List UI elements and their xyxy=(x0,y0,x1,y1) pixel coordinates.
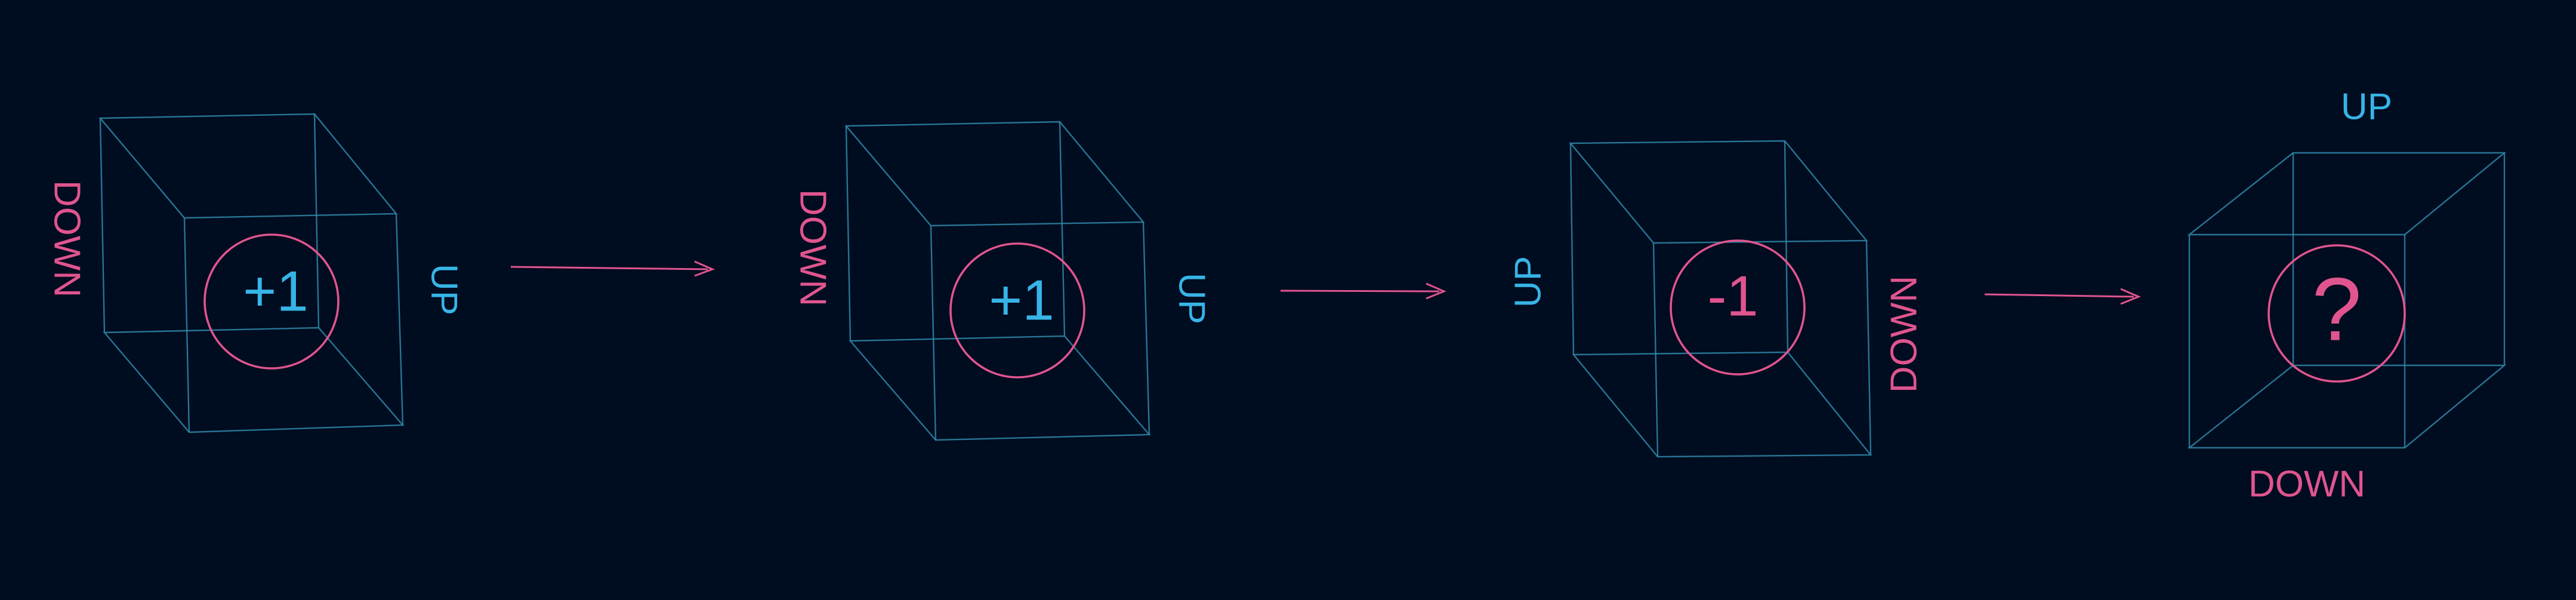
cube-4-label-top: UP xyxy=(2341,86,2392,127)
cube-4: ? UP DOWN xyxy=(2187,86,2507,504)
arrow-1 xyxy=(510,260,715,277)
cube-3-label-left: UP xyxy=(1507,256,1548,307)
arrow-2 xyxy=(1280,282,1446,300)
cube-1-value-ring xyxy=(203,233,340,370)
cube-4-value-ring xyxy=(2268,244,2406,383)
cube-4-label-bottom: DOWN xyxy=(2248,463,2365,504)
cube-2-value-ring xyxy=(949,242,1085,379)
cube-3-value: -1 xyxy=(1707,264,1758,328)
arrow-3 xyxy=(1984,288,2141,305)
cube-2-frame xyxy=(844,121,1151,441)
cube-4-value: ? xyxy=(2312,259,2361,359)
cube-1-frame xyxy=(98,113,405,433)
cube-1-label-right: UP xyxy=(424,264,465,315)
cube-3-label-right: DOWN xyxy=(1883,276,1924,393)
cube-4-frame xyxy=(2187,152,2507,449)
cube-2-value: +1 xyxy=(989,268,1054,332)
cube-1-value: +1 xyxy=(243,259,308,323)
cube-3-value-ring xyxy=(1670,239,1806,376)
cube-2-label-left: DOWN xyxy=(792,189,834,306)
cube-2: +1 DOWN UP xyxy=(792,121,1213,441)
cube-1-label-left: DOWN xyxy=(47,180,88,297)
cube-2-label-right: UP xyxy=(1171,273,1213,324)
cube-3-frame xyxy=(1569,140,1872,458)
cube-3: -1 UP DOWN xyxy=(1507,140,1924,458)
cube-1: +1 DOWN UP xyxy=(47,113,465,433)
